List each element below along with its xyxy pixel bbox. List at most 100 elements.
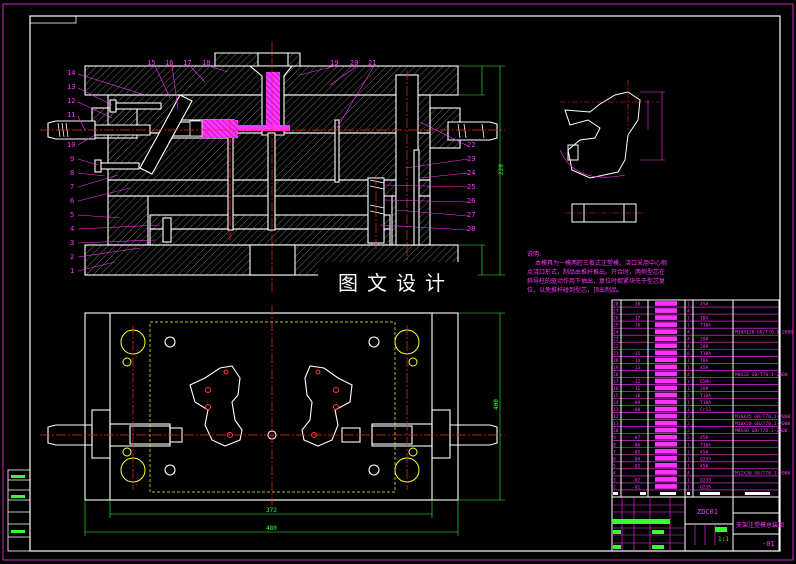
spacer-block-left (107, 195, 149, 246)
part-label: 12 (67, 97, 75, 105)
cylinder-threads (57, 122, 485, 215)
bom-material: Cr12 (700, 407, 711, 413)
bom-material: T10A (700, 393, 711, 399)
part-view (564, 91, 641, 223)
plan-outer-width-dimension: 480 (266, 525, 277, 532)
bom-header-cell (640, 491, 646, 495)
bom-part-name-cell (655, 399, 677, 405)
bom-quantity: 4 (687, 372, 690, 378)
section-top-labels: 15 16 17 18 19 20 21 (147, 59, 376, 67)
bom-item-number: 6 (613, 456, 616, 462)
bom-quantity: 2 (687, 428, 690, 434)
part-label: 16 (165, 59, 173, 67)
bom-part-name-cell (655, 336, 677, 342)
bom-material: T10A (700, 351, 711, 357)
bom-quantity: 1 (687, 456, 690, 462)
bom-standard: M8X40 GB/T70.1-2000 (735, 428, 788, 434)
bom-part-name-cell (655, 463, 677, 468)
plan-centerlines (40, 305, 505, 505)
ejector-plate (149, 228, 391, 246)
bom-part-name-cell (655, 484, 677, 489)
bom-material: 45# (700, 449, 709, 455)
bom-quantity: 4 (687, 344, 690, 350)
bom-code: -11 (632, 386, 641, 392)
bom-code: -01 (632, 484, 641, 490)
notes-line: 斜导柱的驱动作用下抽出，复位时楔紧块先于型芯复 (527, 277, 665, 285)
bom-code: -06 (632, 442, 641, 448)
bom-item-number: 23 (613, 337, 619, 343)
bom-item-number: 17 (613, 379, 619, 385)
bom-item-number: 27 (613, 309, 619, 315)
part-label: 7 (70, 183, 74, 191)
bom-quantity: 1 (687, 386, 690, 392)
bom-code: -10 (632, 393, 641, 399)
part-label: 22 (467, 141, 475, 149)
plan-dimensions (84, 312, 505, 536)
notes-title: 说明: (527, 250, 541, 258)
bom-part-name-cell (655, 364, 677, 370)
bom-quantity: 1 (687, 400, 690, 406)
part-label: 17 (183, 59, 191, 67)
title-block: ZDC01 支架注塑模总装图 -01 1:1 (611, 496, 784, 552)
sheet-number: -01 (762, 540, 775, 548)
part-label: 2 (70, 253, 74, 261)
bom-header-cell (613, 491, 618, 495)
part-label: 19 (330, 59, 338, 67)
part-label: 23 (467, 155, 475, 163)
bom-quantity: 1 (687, 379, 690, 385)
part-label: 13 (67, 83, 75, 91)
bom-material: T10A (700, 323, 711, 329)
bom-material: T10A (700, 400, 711, 406)
notes-line: 点浇口形式，制品由推杆推出。开合时，两侧型芯在 (527, 268, 665, 276)
bom-code: -14 (632, 358, 641, 364)
bom-part-name-cell (655, 378, 677, 384)
bom-item-number: 3 (613, 477, 616, 483)
bom-standard: M12X30 GB/T70.1-2000 (735, 470, 791, 476)
bom-code: -04 (632, 456, 641, 462)
bom-part-name-cell (655, 455, 677, 461)
bom-part-name-cell (655, 448, 677, 454)
bom-material: Q235 (700, 484, 711, 490)
bom-item-number: 5 (613, 463, 616, 469)
section-right-labels: 22 23 24 25 26 27 28 (467, 141, 475, 233)
part-view-dimensions (559, 91, 665, 178)
bom-code: -09 (632, 400, 641, 406)
bom-material: T8A (700, 316, 709, 322)
bom-quantity: 2 (687, 435, 690, 441)
part-label: 28 (467, 225, 475, 233)
bom-part-name-cell (655, 413, 677, 419)
bom-part-name-cell (655, 406, 677, 412)
section-centerlines (40, 42, 505, 292)
bom-item-number: 18 (613, 372, 619, 378)
bom-header-cell (687, 491, 690, 495)
bom-quantity: 8 (687, 351, 690, 357)
bom-material: Q235 (700, 477, 711, 483)
bom-code: -16 (632, 323, 641, 329)
part-label: 21 (368, 59, 376, 67)
bom-material: T8A (700, 358, 709, 364)
part-label: 14 (67, 69, 75, 77)
scale: 1:1 (718, 536, 729, 543)
leader-lines (77, 65, 469, 272)
bom-header-cell (660, 491, 676, 495)
part-label: 15 (147, 59, 155, 67)
bom-part-name-cell (655, 301, 677, 306)
part-label: 3 (70, 239, 74, 247)
bom-material: 45# (700, 302, 709, 308)
bom-item-number: 26 (613, 316, 619, 322)
